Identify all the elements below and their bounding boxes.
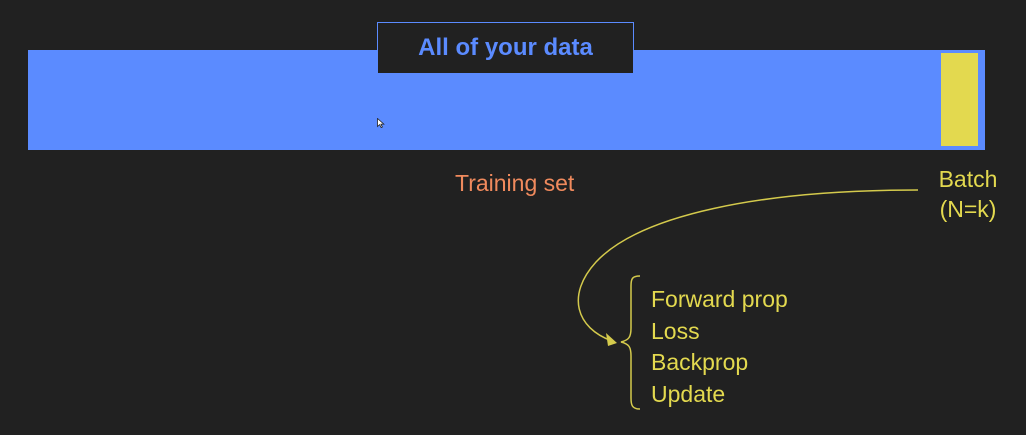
curly-brace-icon [620,275,641,410]
all-data-title: All of your data [377,22,634,74]
training-set-label: Training set [455,170,575,196]
step-item: Update [651,380,726,407]
mouse-cursor-icon [377,118,385,128]
step-item: Loss [651,317,700,344]
arrowhead-icon [606,333,617,346]
batch-block [941,53,978,146]
batch-label-line2: (N=k) [939,196,997,222]
step-item: Backprop [651,349,749,375]
step-item: Forward prop [651,286,788,312]
training-steps-list: Forward prop Loss Backprop Update [651,284,788,410]
all-data-title-label: All of your data [418,34,593,61]
batch-label: Batch (N=k) [925,164,1011,224]
batch-label-line1: Batch [938,166,998,192]
